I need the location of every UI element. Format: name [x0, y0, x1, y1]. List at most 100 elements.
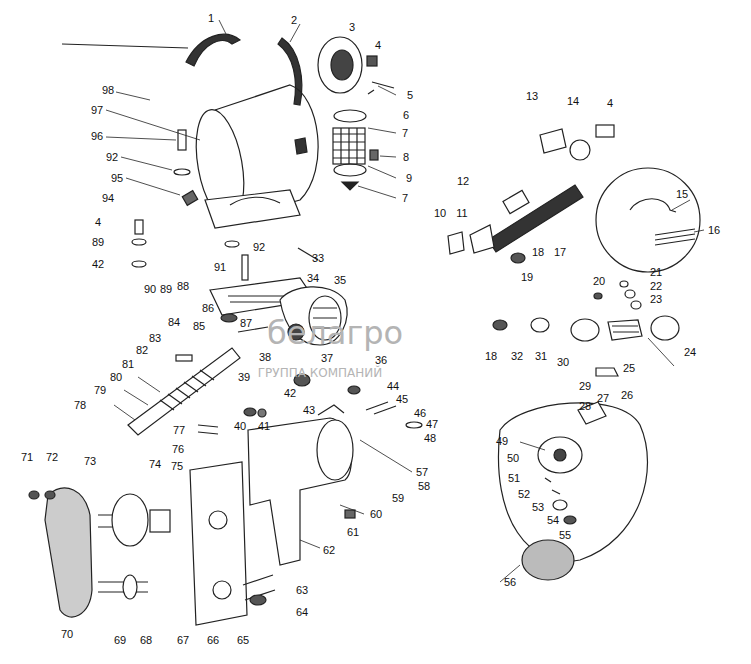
callout-number: 47	[426, 419, 438, 430]
shaft-part	[198, 425, 218, 434]
bracket-part	[225, 241, 239, 247]
callout-number: 64	[296, 607, 308, 618]
callout-number: 65	[237, 635, 249, 646]
leader-line-part	[116, 92, 150, 100]
air-tank-part	[295, 138, 307, 154]
valve-part	[596, 368, 618, 376]
strap-part	[278, 38, 302, 105]
callout-number: 76	[172, 444, 184, 455]
callout-number: 70	[61, 629, 73, 640]
cover-part	[45, 491, 55, 499]
cover-part	[29, 491, 39, 499]
callout-number: 90	[144, 284, 156, 295]
callout-number: 55	[559, 530, 571, 541]
callout-number: 63	[296, 585, 308, 596]
leader-line-part	[106, 110, 200, 140]
valve-part	[608, 320, 642, 340]
valve-part	[612, 326, 639, 332]
callout-number: 83	[149, 333, 161, 344]
callout-number: 26	[621, 390, 633, 401]
callout-number: 39	[238, 372, 250, 383]
callout-number: 52	[518, 489, 530, 500]
valve-part	[522, 540, 574, 580]
callout-number: 10	[434, 208, 446, 219]
callout-number: 49	[496, 436, 508, 447]
leader-line-part	[114, 405, 135, 420]
callout-number: 14	[567, 96, 579, 107]
flange-part	[333, 128, 365, 164]
callout-number: 40	[234, 421, 246, 432]
callout-number: 1	[208, 13, 214, 24]
leader-line-part	[360, 440, 412, 472]
callout-number: 25	[623, 363, 635, 374]
flange-part	[334, 164, 366, 176]
leader-line-part	[138, 377, 160, 392]
hose-part	[511, 253, 525, 263]
callout-number: 89	[92, 237, 104, 248]
callout-number: 45	[396, 394, 408, 405]
callout-number: 73	[84, 456, 96, 467]
callout-number: 97	[91, 105, 103, 116]
callout-number: 72	[46, 452, 58, 463]
strap-part	[186, 34, 240, 66]
leader-line-part	[106, 137, 176, 140]
hose-part	[570, 140, 590, 160]
pump-part	[406, 422, 422, 428]
callout-number: 30	[557, 357, 569, 368]
pump-part	[242, 255, 248, 280]
callout-number: 57	[416, 467, 428, 478]
callout-number: 67	[177, 635, 189, 646]
hose-part	[540, 129, 566, 153]
callout-number: 58	[418, 481, 430, 492]
leader-line-part	[340, 505, 364, 514]
callout-number: 28	[579, 401, 591, 412]
cover-part	[123, 575, 137, 599]
callout-number: 3	[349, 22, 355, 33]
callout-number: 2	[291, 15, 297, 26]
bracket-part	[230, 197, 280, 205]
shaft-part	[258, 409, 266, 417]
pump-part	[366, 402, 396, 414]
callout-number: 75	[171, 461, 183, 472]
shaft-part	[176, 355, 192, 361]
valve	[493, 316, 679, 580]
pump-part	[348, 386, 360, 394]
leader-line-part	[219, 20, 226, 34]
callout-number: 42	[92, 259, 104, 270]
housing-part	[250, 595, 266, 605]
valve-part	[493, 320, 507, 330]
callout-number: 71	[21, 452, 33, 463]
cover-part	[150, 510, 170, 532]
leader-line-part	[648, 338, 674, 366]
housing-part	[317, 420, 353, 480]
callout-number: 18	[485, 351, 497, 362]
valve-part	[564, 516, 576, 524]
valve-part	[538, 437, 582, 473]
callout-number: 6	[403, 110, 409, 121]
callout-number: 32	[511, 351, 523, 362]
valve-part	[554, 449, 566, 461]
hose-part	[596, 125, 614, 137]
hose-part	[503, 190, 529, 213]
callout-number: 88	[177, 281, 189, 292]
callout-number: 66	[207, 635, 219, 646]
hose-part	[470, 225, 494, 253]
callout-number: 8	[403, 152, 409, 163]
callout-number: 35	[334, 275, 346, 286]
flange	[318, 37, 394, 190]
bracket-part	[205, 190, 300, 228]
cover-part	[112, 494, 148, 546]
callout-number: 92	[106, 152, 118, 163]
callout-number: 77	[173, 425, 185, 436]
valve-part	[498, 403, 647, 561]
leader-line-part	[520, 442, 545, 450]
leader-line-part	[300, 540, 320, 548]
callout-number: 56	[504, 577, 516, 588]
valve-part	[571, 319, 599, 341]
leader-line-part	[378, 86, 396, 95]
watermark: ГРУППА КОМПАНИЙ	[258, 367, 382, 379]
valve-part	[651, 316, 679, 340]
leader-line-part	[368, 128, 396, 133]
valve-part	[531, 318, 549, 332]
leader-line	[106, 20, 704, 582]
